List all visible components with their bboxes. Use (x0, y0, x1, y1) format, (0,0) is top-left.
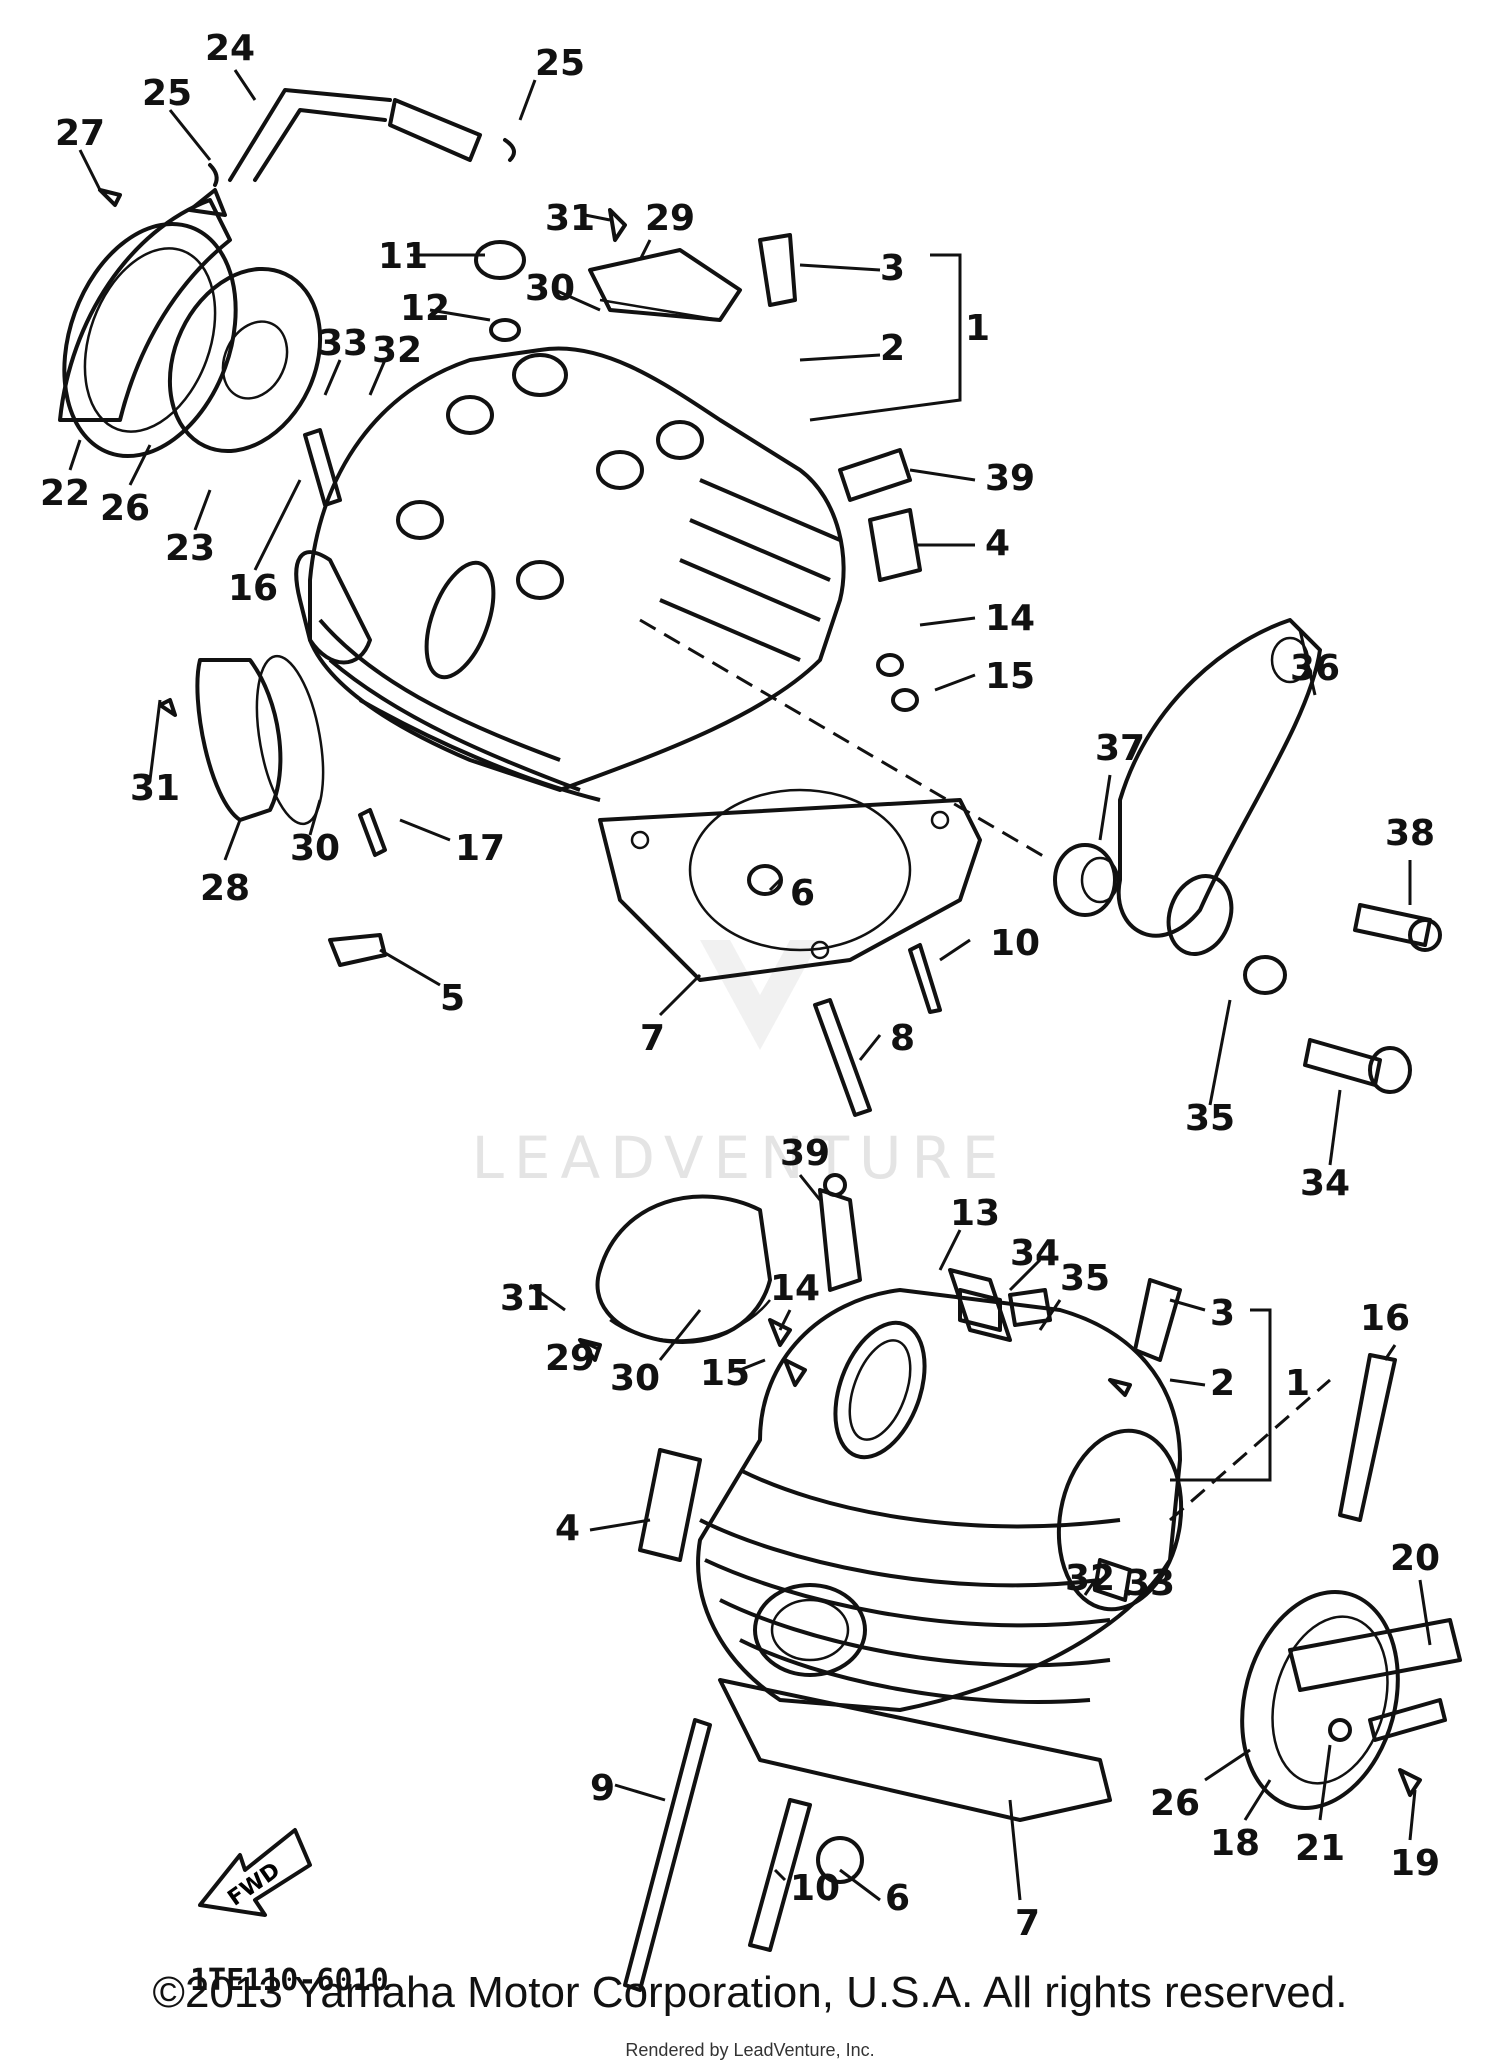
callout: 2 (880, 328, 905, 369)
callout: 24 (205, 28, 255, 69)
callout: 27 (55, 113, 105, 154)
callout: 7 (640, 1018, 665, 1059)
upper-fasteners (98, 188, 942, 1117)
lower-fasteners (578, 1173, 1422, 1992)
callout: 21 (1295, 1828, 1345, 1869)
callout: 32 (372, 330, 422, 371)
callout: 19 (1390, 1843, 1440, 1884)
callout: 6 (790, 873, 815, 914)
callout: 18 (1210, 1823, 1260, 1864)
callout: 31 (545, 198, 595, 239)
callout: 25 (142, 73, 192, 114)
callout: 35 (1185, 1098, 1235, 1139)
callout: 13 (950, 1193, 1000, 1234)
callout: 3 (1210, 1293, 1235, 1334)
callouts-upper: 24 25 25 27 31 29 3 11 30 12 2 1 33 32 3… (40, 28, 1435, 1204)
callout: 2 (1210, 1363, 1235, 1404)
fwd-arrow-icon: FWD (198, 1828, 312, 1917)
engine-bracket (1116, 618, 1322, 956)
callout: 30 (290, 828, 340, 869)
callout: 33 (318, 323, 368, 364)
callout: 10 (790, 1868, 840, 1909)
callout: 8 (890, 1018, 915, 1059)
callout: 1 (965, 308, 990, 349)
callout: 38 (1385, 813, 1435, 854)
callout: 23 (165, 528, 215, 569)
callout: 22 (40, 473, 90, 514)
callout: 33 (1125, 1563, 1175, 1604)
callout: 16 (228, 568, 278, 609)
upper-cap (588, 248, 742, 322)
callout: 11 (378, 236, 428, 277)
callout: 4 (555, 1508, 580, 1549)
upper-cylinder-head (294, 346, 982, 982)
breather-hose (208, 88, 516, 187)
rendered-by-notice: Rendered by LeadVenture, Inc. (625, 2040, 875, 2060)
callout: 20 (1390, 1538, 1440, 1579)
lower-side-cover (1240, 1589, 1462, 1811)
callout: 29 (545, 1338, 595, 1379)
upper-tappet-cover (195, 654, 325, 826)
upper-side-cover (58, 188, 323, 459)
callout: 30 (610, 1358, 660, 1399)
callout: 14 (770, 1268, 820, 1309)
callout: 28 (200, 868, 250, 909)
callout: 5 (440, 978, 465, 1019)
callout: 6 (885, 1878, 910, 1919)
callout: 26 (100, 488, 150, 529)
callout: 9 (590, 1768, 615, 1809)
callout: 1 (1285, 1363, 1310, 1404)
callout: 29 (645, 198, 695, 239)
lower-centerline (1169, 1378, 1331, 1522)
callout: 36 (1290, 648, 1340, 689)
callout: 15 (985, 656, 1035, 697)
callout: 12 (400, 288, 450, 329)
copyright-notice: ©2013 Yamaha Motor Corporation, U.S.A. A… (152, 1968, 1348, 2017)
callout: 37 (1095, 728, 1145, 769)
callout: 34 (1010, 1233, 1060, 1274)
callout: 17 (455, 828, 505, 869)
watermark-logo (700, 940, 820, 1050)
callout: 31 (130, 768, 180, 809)
upper-centerline (639, 618, 1051, 862)
callout: 26 (1150, 1783, 1200, 1824)
callout: 25 (535, 43, 585, 84)
callout: 31 (500, 1278, 550, 1319)
callout: 30 (525, 268, 575, 309)
callout: 16 (1360, 1298, 1410, 1339)
callout: 3 (880, 248, 905, 289)
callout: 39 (985, 458, 1035, 499)
watermark-text: LEADVENTURE (472, 1124, 1009, 1192)
callout: 7 (1015, 1903, 1040, 1944)
lower-cylinder-head (696, 1288, 1184, 1822)
callout: 32 (1065, 1558, 1115, 1599)
callout: 15 (700, 1353, 750, 1394)
leader-lines (68, 69, 1432, 1902)
callout: 34 (1300, 1163, 1350, 1204)
lower-tappet-cover (595, 1194, 772, 1344)
callout: 35 (1060, 1258, 1110, 1299)
diagram-code: 1TE110-6010 (190, 1963, 389, 1998)
callout: 4 (985, 523, 1010, 564)
callout: 10 (990, 923, 1040, 964)
callout: 14 (985, 598, 1035, 639)
callouts-lower: 39 13 34 35 3 16 31 14 29 30 15 2 1 4 32… (500, 1133, 1440, 1944)
callout: 39 (780, 1133, 830, 1174)
bracket-hardware (1053, 843, 1442, 1094)
